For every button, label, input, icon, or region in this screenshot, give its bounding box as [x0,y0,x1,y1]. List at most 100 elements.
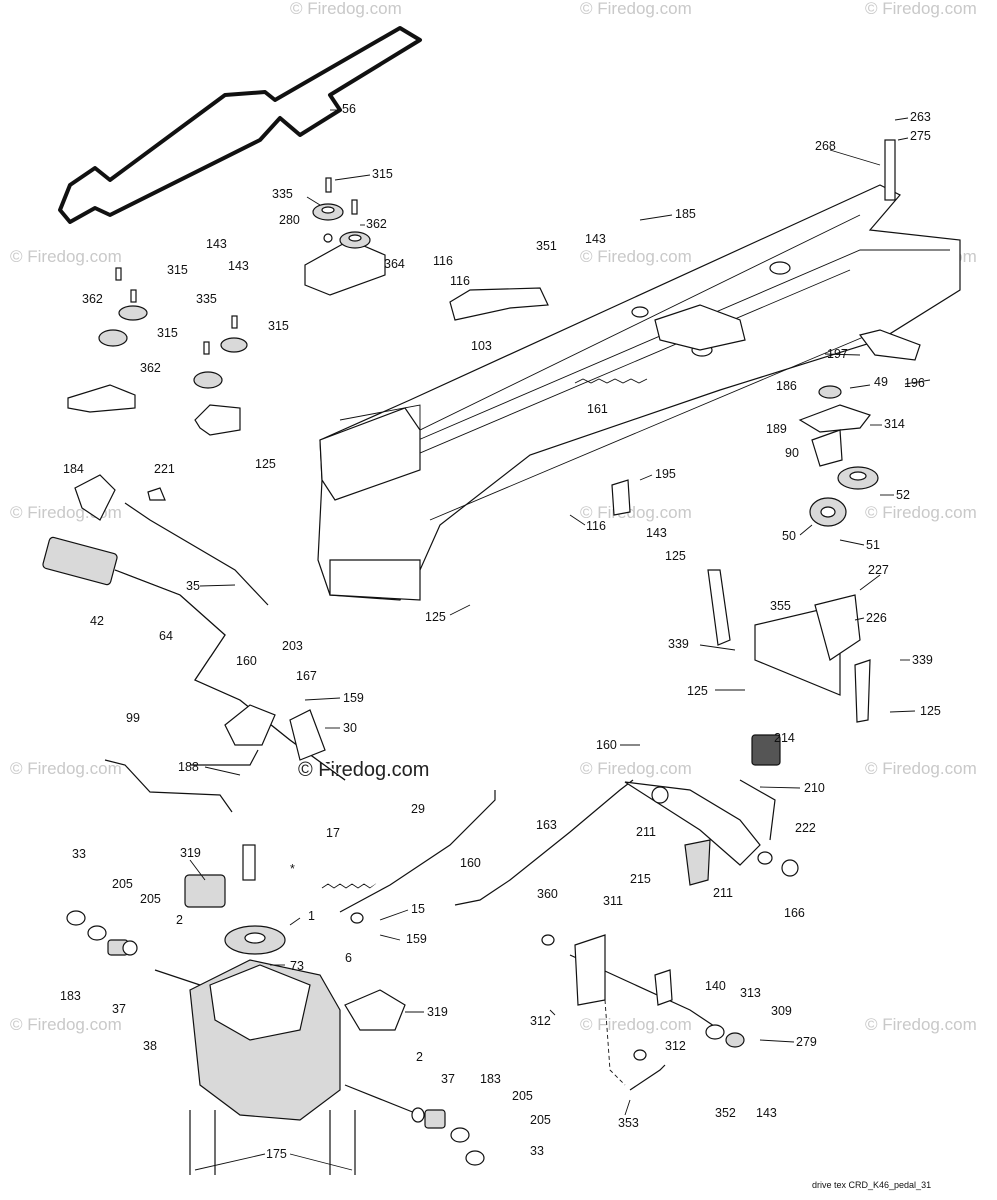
callout-160b: 160 [596,738,617,752]
callout-313: 279 [796,1035,817,1049]
callout-309: 352 [715,1106,736,1120]
callout-355: 355 [770,599,791,613]
callout-315c: 315 [157,326,178,340]
watermark: © Firedog.com [290,0,402,18]
callout-103: 103 [471,339,492,353]
callout-311: 140 [705,979,726,993]
callout-50: 50 [782,529,796,543]
callout-183b: 183 [480,1072,501,1086]
clutch-pulleys [809,385,879,527]
callout-364: 364 [384,257,405,271]
callout-360: 312 [530,1014,551,1028]
callout-37b: 37 [441,1072,455,1086]
callout-73: 175 [266,1147,287,1161]
callout-125: 125 [255,457,276,471]
callout-335b: 335 [196,292,217,306]
callout-140: 309 [771,1004,792,1018]
watermark: © Firedog.com [580,1015,692,1034]
callout-64: 64 [159,629,173,643]
watermark: © Firedog.com [580,503,692,522]
callout-160: 160 [236,654,257,668]
callout-189: 189 [766,422,787,436]
callout-61: 1 [308,909,315,923]
callout-51: 51 [866,538,880,552]
watermark: © Firedog.com [865,759,977,778]
watermark: © Firedog.com [865,503,977,522]
callout-319: 319 [180,846,201,860]
callout-30: 30 [343,721,357,735]
callout-15: 15 [411,902,425,916]
callout-221: 221 [154,462,175,476]
watermark: © Firedog.com [10,1015,122,1034]
callout-125c: 125 [665,549,686,563]
callout-2b: 2 [416,1050,423,1064]
callout-312: 313 [740,986,761,1000]
callout-37: 37 [112,1002,126,1016]
watermark: © Firedog.com [865,1015,977,1034]
center-rods [321,779,634,924]
callout-205d: 205 [530,1113,551,1127]
callout-362b: 362 [82,292,103,306]
callout-42: 42 [90,614,104,628]
callout-175: 311 [603,894,623,908]
callout-33: 33 [72,847,86,861]
front-bracket [707,569,871,723]
callout-360b: 312 [665,1039,686,1053]
callout-116c: 116 [450,274,470,288]
callout-339: 339 [668,637,689,651]
callout-188: 188 [178,760,199,774]
callout-227: 227 [868,563,889,577]
callout-159b: 159 [406,932,427,946]
callout-211: 211 [636,825,656,839]
callout-125b: 125 [425,610,446,624]
callout-279: 353 [618,1116,639,1130]
pedal-assembly [624,734,799,886]
callout-335: 335 [272,187,293,201]
callout-263: 263 [910,110,931,124]
callout-2: 2 [176,913,183,927]
callout-163: 163 [536,818,557,832]
watermark: © Firedog.com [10,759,122,778]
callout-17: 17 [326,826,340,840]
idler-bracket-top [304,177,386,296]
callout-315d: 315 [268,319,289,333]
callout-339b: 339 [912,653,933,667]
callout-184: 184 [63,462,84,476]
callout-183: 183 [60,989,81,1003]
drive-belt [58,26,422,224]
callout-205b: 205 [140,892,161,906]
callout-159: 159 [343,691,364,705]
callout-210: 210 [804,781,825,795]
callout-99: 99 [126,711,140,725]
footer-code: drive tex CRD_K46_pedal_31 [812,1180,931,1190]
callout-116: 116 [433,254,453,268]
callout-203: 203 [282,639,303,653]
callout-160c: 160 [460,856,481,870]
callout-362c: 362 [140,361,161,375]
callout-1: 38 [143,1039,157,1053]
callout-314: 314 [884,417,905,431]
watermark: © Firedog.com [10,247,122,266]
callout-116b: 116 [586,519,606,533]
callout-labels: 56 315 335 362 280 143 364 185 263 275 2… [60,102,941,1161]
watermark: © Firedog.com [580,247,692,266]
callout-6: 6 [345,951,352,965]
callout-143: 143 [206,237,227,251]
callout-205c: 205 [512,1089,533,1103]
callout-143e: 143 [228,259,249,273]
callout-49: 49 [874,375,888,389]
callout-222: 222 [795,821,816,835]
frame-small-parts [449,139,921,516]
leader-lines [189,109,931,1171]
callout-161: 161 [587,402,608,416]
callout-143b: 143 [585,232,606,246]
callout-280: 280 [279,213,300,227]
callout-214: 214 [774,731,795,745]
callout-125d: 125 [687,684,708,698]
callout-35: 35 [186,579,200,593]
callout-205: 205 [112,877,133,891]
idler-bracket-left [67,267,248,436]
callout-33b: 33 [530,1144,544,1158]
tractor-frame [317,184,961,601]
callout-90: 90 [785,446,799,460]
